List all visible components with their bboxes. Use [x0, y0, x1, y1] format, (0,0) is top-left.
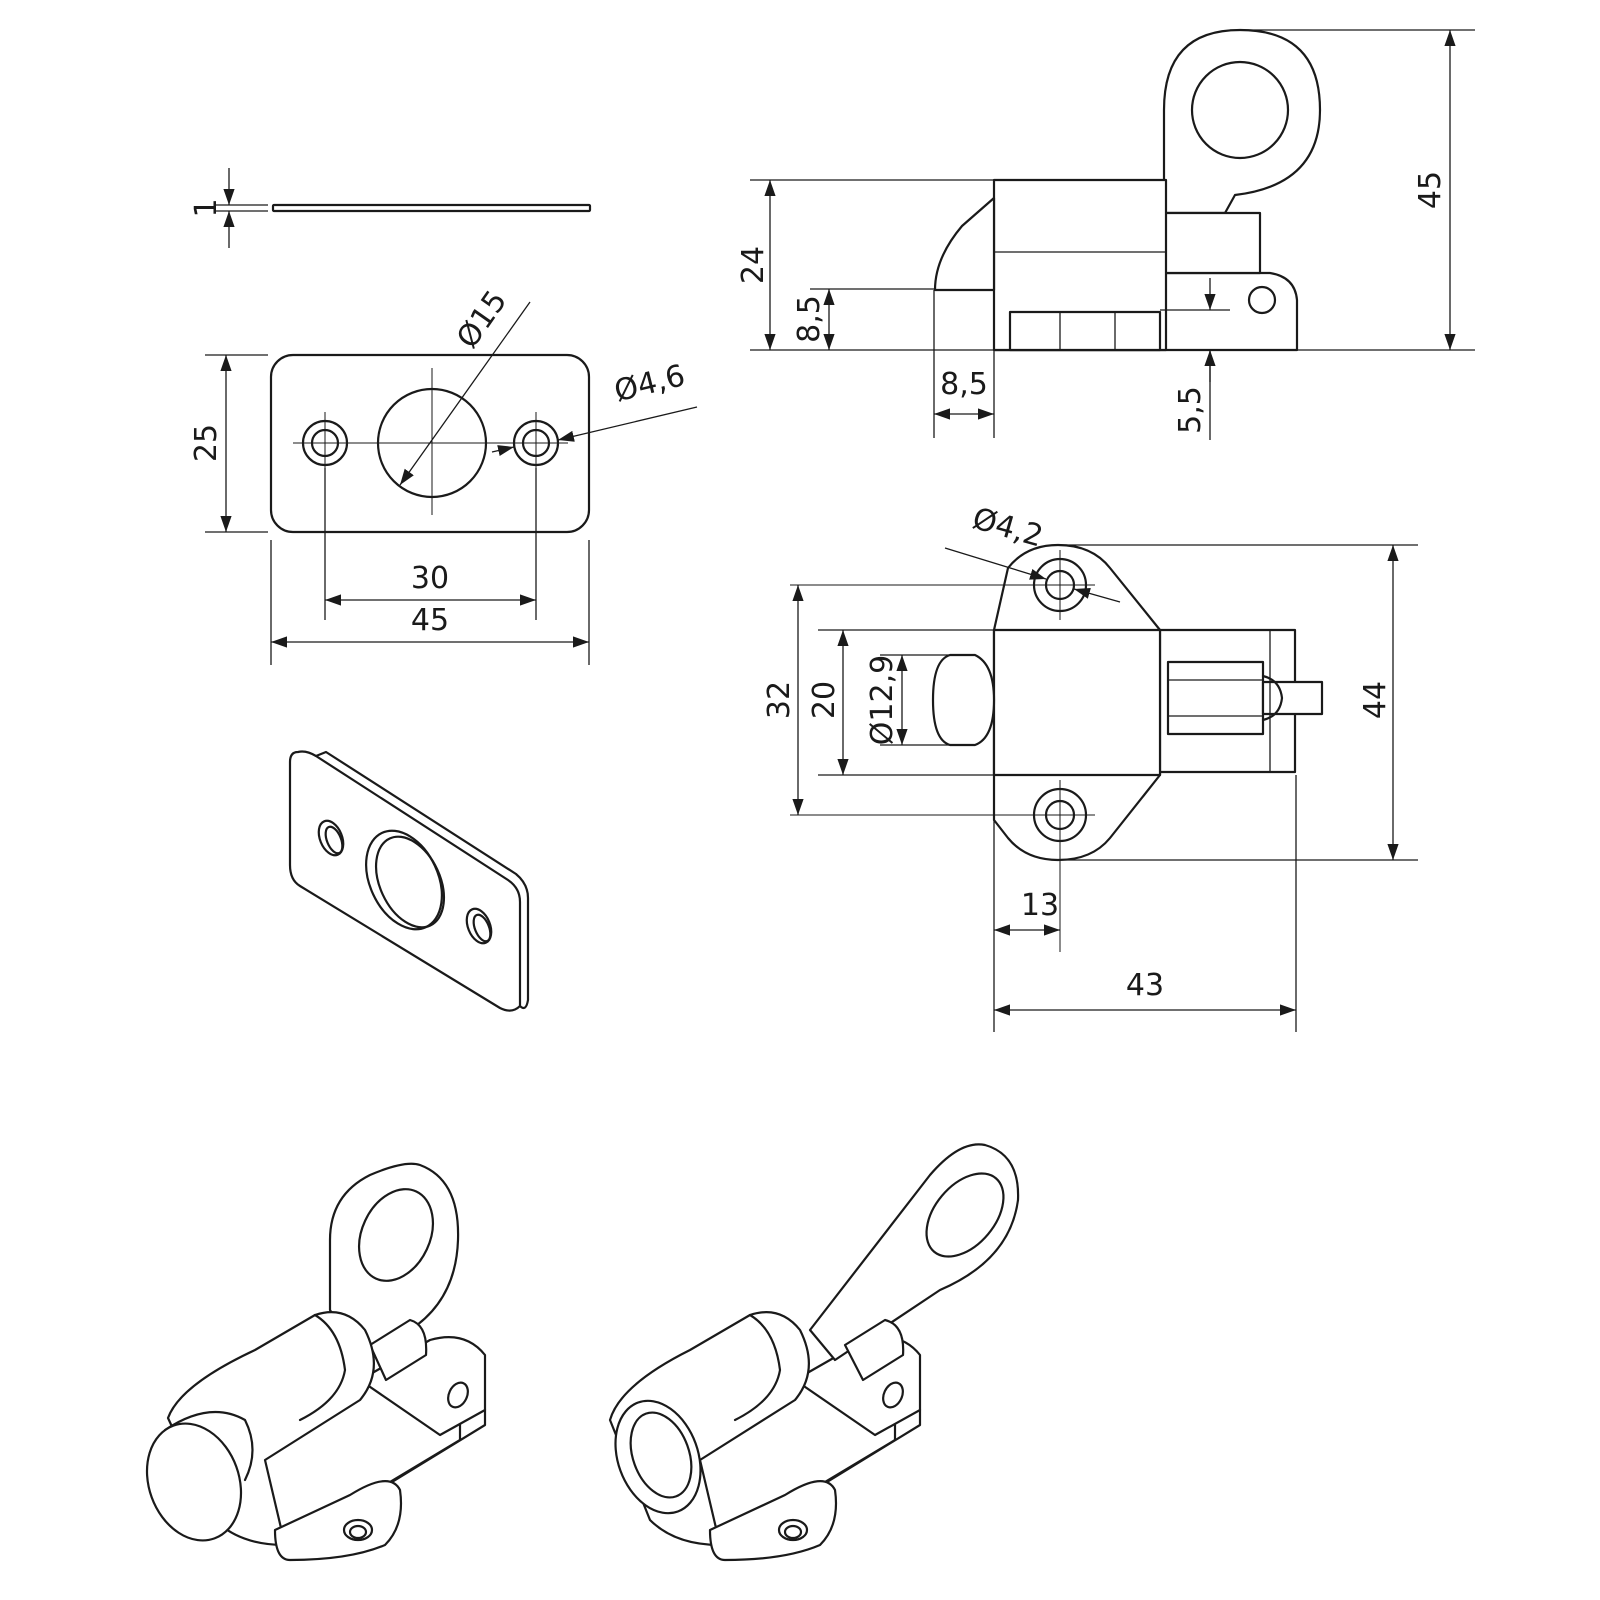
total-height-label: 45 — [1413, 171, 1448, 209]
base-offset-label: 8,5 — [940, 367, 988, 402]
latch-isometric-closed — [145, 1162, 487, 1562]
plate-height-label: 25 — [189, 424, 224, 462]
hole-offset-label: 13 — [1021, 888, 1059, 923]
plate-front-view: 25 30 45 Ø15 Ø4,6 — [189, 284, 698, 665]
total-length-label: 43 — [1126, 968, 1164, 1003]
center-hole-diameter-label: Ø15 — [450, 284, 514, 355]
body-width-label: 20 — [807, 681, 842, 719]
plate-thickness-label: 1 — [189, 198, 224, 217]
hole-spacing-label: 32 — [762, 681, 797, 719]
plate-side-view: 1 — [189, 168, 592, 248]
base-thickness-label: 5,5 — [1173, 386, 1208, 434]
latch-side-view: 24 8,5 45 8,5 5,5 — [736, 28, 1475, 440]
flange-width-label: 44 — [1358, 681, 1393, 719]
bolt-axis-height-label: 8,5 — [792, 295, 827, 343]
plate-width-label: 45 — [411, 603, 449, 638]
latch-isometric-open — [608, 1143, 1020, 1562]
latch-top-view: 32 20 Ø12,9 44 13 43 Ø4,2 — [762, 501, 1418, 1032]
latch-screw-hole-diameter-label: Ø4,2 — [969, 501, 1047, 554]
plate-hole-spacing-label: 30 — [411, 561, 449, 596]
screw-hole-diameter-label: Ø4,6 — [611, 358, 689, 409]
plate-isometric-view — [288, 750, 530, 1012]
body-height-label: 24 — [736, 246, 771, 284]
bolt-diameter-label: Ø12,9 — [865, 655, 900, 745]
